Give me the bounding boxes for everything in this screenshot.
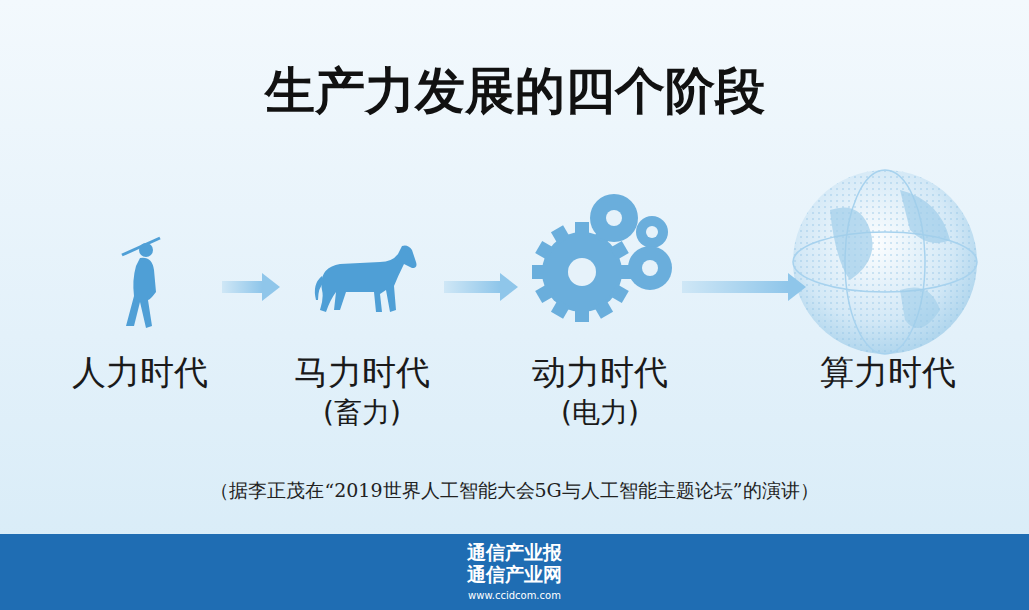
- stage-node: 算力时代: [810, 170, 966, 394]
- stage-node: 人力时代: [62, 170, 218, 394]
- stage-node: 马力时代(畜力): [284, 170, 440, 432]
- stage-label: 算力时代: [820, 350, 956, 394]
- man-icon: [122, 238, 160, 328]
- stage-arrow: [682, 273, 806, 301]
- gears-icon: [532, 194, 672, 322]
- footer-text: www.ccidcom.com: [0, 590, 1029, 601]
- stage-arrow: [222, 273, 280, 301]
- globe-icon: [793, 170, 977, 354]
- caption: （据李正茂在“2019世界人工智能大会5G与人工智能主题论坛”的演讲）: [0, 478, 1029, 504]
- stage-label: 马力时代: [294, 350, 430, 394]
- title: 生产力发展的四个阶段: [0, 58, 1029, 125]
- stage-label: 人力时代: [72, 350, 208, 394]
- stage-arrow: [444, 273, 518, 301]
- footer-text: 通信产业报: [0, 540, 1029, 566]
- footer-text: 通信产业网: [0, 562, 1029, 588]
- stage-sublabel: (畜力): [294, 394, 430, 432]
- horse-icon: [315, 246, 417, 313]
- stage-label: 动力时代: [532, 350, 668, 394]
- stage-sublabel: (电力): [532, 394, 668, 432]
- stage-node: 动力时代(电力): [522, 170, 678, 432]
